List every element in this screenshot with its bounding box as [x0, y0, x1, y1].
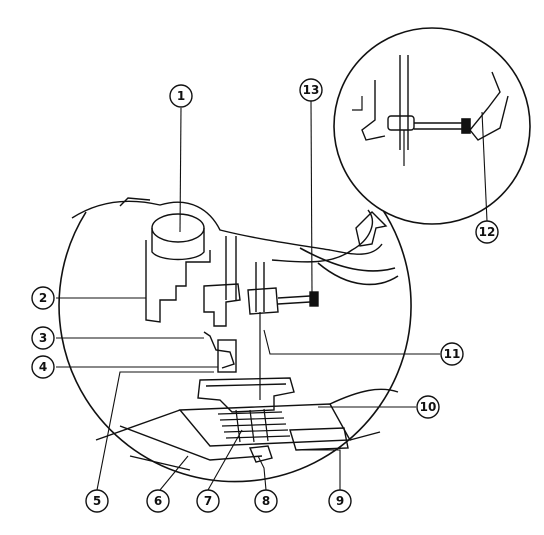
- needle-clamp: [247, 287, 279, 315]
- needle-clamp-screw: [277, 295, 311, 299]
- leader-11: [263, 329, 440, 355]
- bobbin-cover-release: [248, 445, 273, 463]
- thread-guide-lever: [203, 331, 235, 369]
- bed-right-front: [349, 431, 381, 441]
- callout-7-label: 7: [204, 494, 212, 508]
- inset-bracket: [352, 96, 363, 111]
- bed-right-edge: [329, 388, 399, 405]
- inset-presser-body: [361, 80, 386, 141]
- callout-11-label: 11: [444, 347, 461, 361]
- leader-6: [159, 455, 189, 491]
- needle-clamp-screw-head: [309, 291, 319, 307]
- thread-guide-body: [145, 240, 211, 323]
- spool-pin-top: [151, 213, 205, 243]
- inset-connector: [299, 247, 396, 272]
- callout-12-circle: [475, 220, 499, 244]
- leader-13: [310, 100, 313, 293]
- flat-bed-front: [119, 425, 263, 461]
- callout-12-label: 12: [479, 225, 496, 239]
- callout-4-circle: [31, 355, 55, 379]
- callout-6-circle: [146, 489, 170, 513]
- flat-bed-edge: [129, 455, 191, 471]
- callouts: [31, 78, 499, 513]
- leader-1: [179, 107, 182, 233]
- leader-5: [96, 371, 214, 491]
- callout-4-label: 4: [39, 360, 47, 374]
- callout-5-circle: [85, 489, 109, 513]
- callout-13-label: 13: [303, 83, 320, 97]
- machine-arm-curve: [119, 197, 151, 207]
- faceplate-curve: [271, 209, 373, 263]
- bobbin-cover: [289, 427, 349, 451]
- inset-screw-head: [461, 118, 471, 134]
- callout-1-circle: [169, 84, 193, 108]
- leader-lines: [56, 100, 488, 491]
- presser-foot-shank: [217, 339, 237, 373]
- callout-9-circle: [328, 489, 352, 513]
- presser-foot-toe: [205, 383, 287, 387]
- callout-8-label: 8: [262, 494, 270, 508]
- callout-11-circle: [440, 342, 464, 366]
- flat-bed-left: [95, 409, 181, 441]
- inset-connector-lower: [317, 262, 399, 286]
- callout-6-label: 6: [154, 494, 162, 508]
- callout-10-circle: [416, 395, 440, 419]
- inset-circle-outline: [333, 27, 531, 225]
- main-magnifier: [58, 187, 412, 483]
- callout-numbers: 1 2 3 4 5 6 7 8 9 10 11 12 13: [39, 83, 496, 508]
- main-circle-outline: [58, 187, 412, 483]
- needle-clamp-screw-2: [277, 301, 311, 305]
- presser-foot-holder: [203, 283, 241, 327]
- callout-10-label: 10: [420, 400, 437, 414]
- callout-1-label: 1: [177, 89, 185, 103]
- callout-3-circle: [31, 326, 55, 350]
- leader-12: [481, 111, 488, 222]
- machine-drawing: [71, 197, 399, 471]
- callout-13-circle: [299, 78, 323, 102]
- callout-9-label: 9: [336, 494, 344, 508]
- leader-8: [257, 455, 267, 491]
- leader-7: [207, 429, 243, 491]
- feed-dogs: [217, 408, 291, 443]
- inset-lever: [469, 71, 509, 141]
- callout-7-circle: [196, 489, 220, 513]
- callout-3-label: 3: [39, 331, 47, 345]
- machine-head-outline: [71, 200, 383, 255]
- arrow-indicator: [355, 211, 388, 247]
- callout-2-circle: [31, 286, 55, 310]
- inset-magnifier: [299, 27, 531, 286]
- callout-8-circle: [254, 489, 278, 513]
- leader-9: [296, 449, 341, 490]
- callout-2-label: 2: [39, 291, 47, 305]
- spool-body: [151, 228, 205, 261]
- callout-5-label: 5: [93, 494, 101, 508]
- presser-foot: [197, 377, 295, 413]
